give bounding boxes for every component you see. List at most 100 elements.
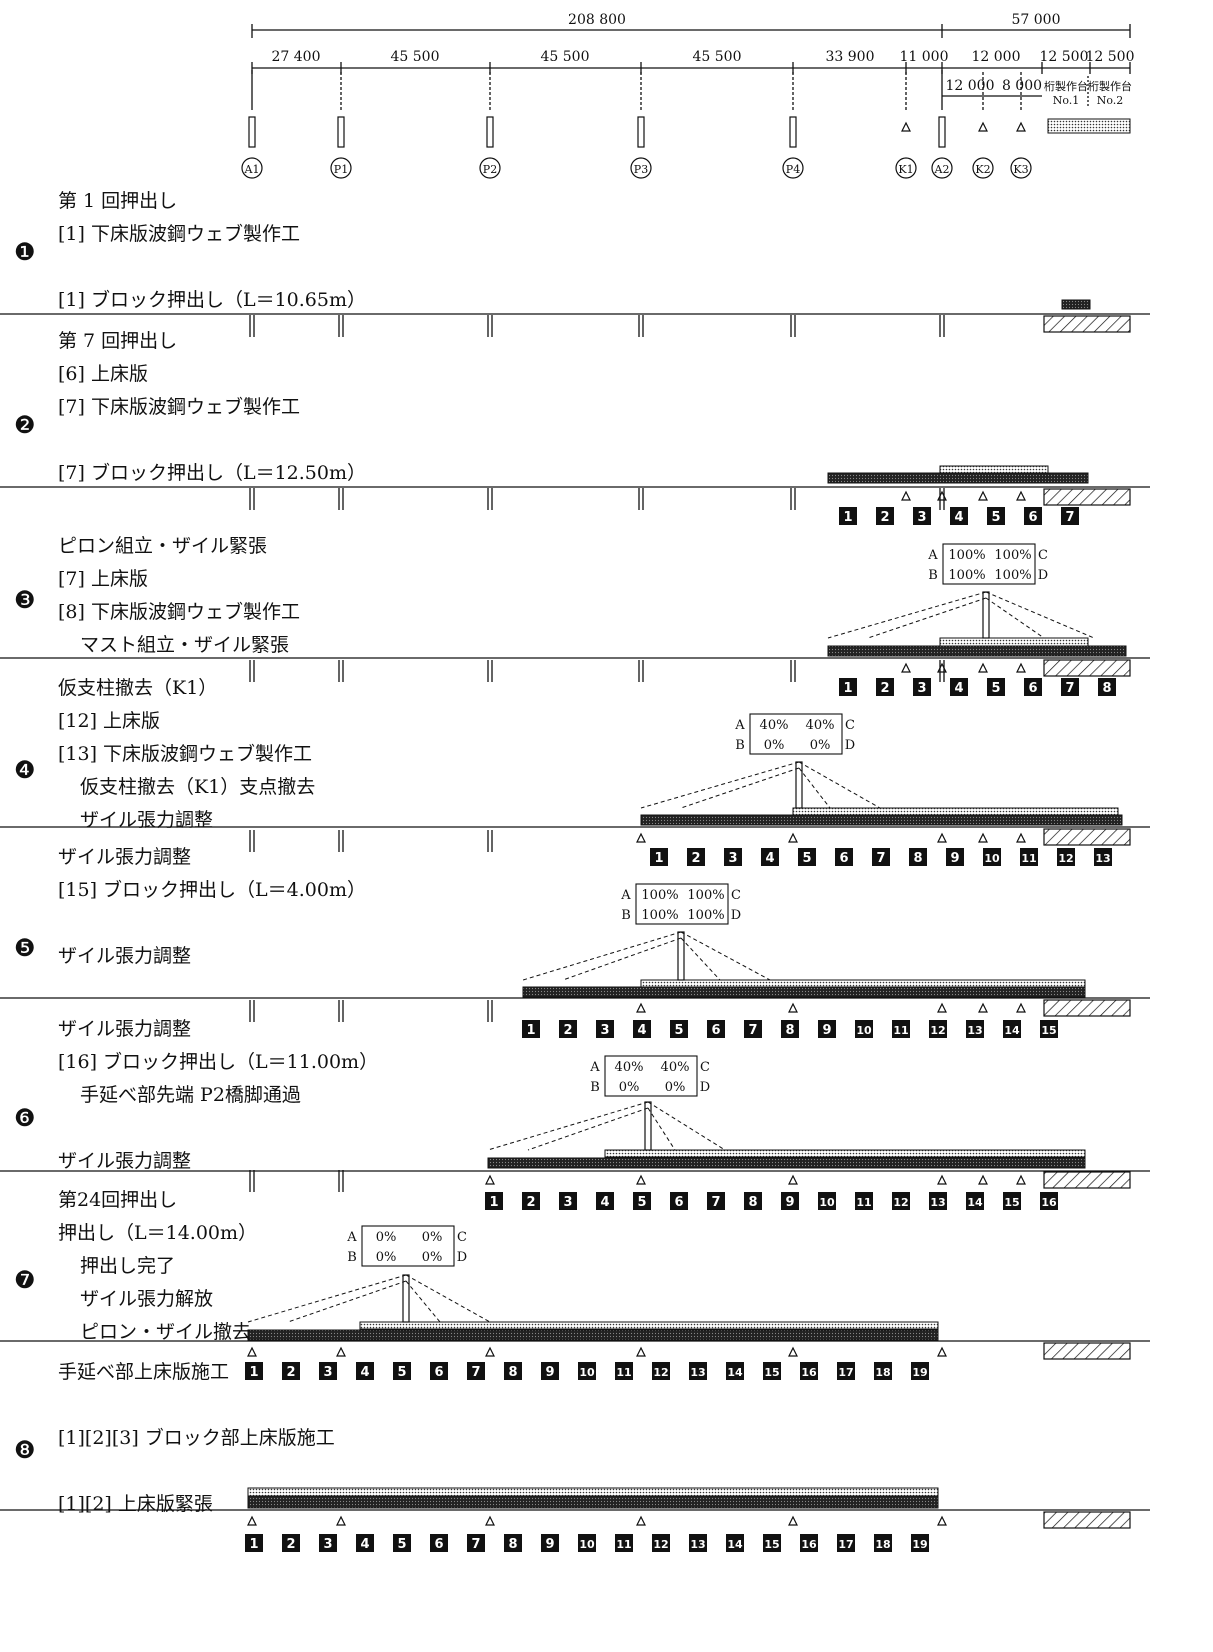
block-number — [892, 1020, 910, 1038]
pier-p1 — [337, 116, 345, 148]
stage-text: 押出し（L＝14.00m） — [58, 1222, 258, 1244]
block-number-label: 19 — [912, 1366, 927, 1379]
stage-text: 仮支柱撤去（K1） — [58, 677, 218, 699]
block-number — [913, 678, 931, 696]
block-number-label: 15 — [764, 1538, 779, 1551]
block-number — [485, 1192, 503, 1210]
support-triangle-icon — [485, 1346, 495, 1357]
support-triangle-icon — [937, 1515, 947, 1526]
block-number-label: 11 — [616, 1538, 631, 1551]
tension-table — [361, 1225, 455, 1267]
block-number — [744, 1192, 762, 1210]
block-number — [726, 1362, 744, 1380]
block-number-label: 15 — [1004, 1196, 1019, 1209]
girder — [247, 1487, 939, 1497]
block-number — [393, 1362, 411, 1380]
girder — [939, 465, 1049, 474]
tension-value-b: 100% — [948, 568, 985, 583]
block-number-label: 1 — [249, 1537, 258, 1552]
launch-yard-hatch — [1043, 1171, 1131, 1189]
stage-text: 第24回押出し — [58, 1189, 178, 1211]
block-number-label: 15 — [764, 1366, 779, 1379]
block-number-label: 3 — [728, 851, 737, 866]
pier-label: K1 — [898, 163, 913, 176]
tension-letter-c: C — [845, 718, 855, 733]
block-number-label: 8 — [748, 1195, 757, 1210]
block-number — [1098, 678, 1116, 696]
block-number — [1003, 1020, 1021, 1038]
support-triangle-icon — [788, 1515, 798, 1526]
stage-number: ❺ — [14, 934, 36, 962]
block-number — [763, 1534, 781, 1552]
stage-text: [7] 下床版波鋼ウェブ製作工 — [58, 396, 300, 418]
block-number-label: 5 — [802, 851, 811, 866]
stage-text: ザイル張力調整 — [58, 945, 192, 967]
stage-number: ❼ — [14, 1266, 36, 1294]
block-number-label: 10 — [984, 852, 1000, 865]
block-number-label: 17 — [838, 1538, 853, 1551]
block-number-label: 6 — [674, 1195, 683, 1210]
yard-label: 桁製作台 — [1088, 79, 1132, 93]
dim-span-label: 11 000 — [900, 49, 949, 65]
block-number-label: 4 — [954, 510, 963, 525]
pier-label: P2 — [483, 163, 497, 176]
block-number — [929, 1192, 947, 1210]
stage-text: [8] 下床版波鋼ウェブ製作工 — [58, 601, 300, 623]
block-number — [818, 1020, 836, 1038]
support-triangle-icon — [1016, 662, 1026, 673]
block-number-label: 1 — [843, 510, 852, 525]
block-number — [839, 507, 857, 525]
support-triangle-icon — [937, 490, 947, 501]
block-number — [781, 1020, 799, 1038]
stage-text: ザイル張力調整 — [58, 1018, 192, 1040]
support-triangle-icon — [901, 662, 911, 673]
pier-label-circle — [931, 157, 953, 179]
tension-letter-c: C — [1038, 548, 1048, 563]
block-number — [855, 1192, 873, 1210]
girder — [487, 1157, 1086, 1169]
stage-text: [6] 上床版 — [58, 363, 148, 385]
block-number-label: 15 — [1041, 1024, 1056, 1037]
block-number — [356, 1362, 374, 1380]
dim-span-label: 45 500 — [541, 49, 590, 65]
block-number — [559, 1192, 577, 1210]
block-number — [781, 1192, 799, 1210]
pier-label: P4 — [786, 163, 800, 176]
dim-sub-label: 8 000 — [1002, 78, 1042, 94]
block-number — [763, 1362, 781, 1380]
tension-letter-a: A — [927, 548, 938, 563]
block-number — [724, 848, 742, 866]
girder — [247, 1495, 939, 1509]
block-number — [245, 1362, 263, 1380]
block-number-label: 14 — [727, 1538, 743, 1551]
block-number-label: 8 — [913, 851, 922, 866]
tension-letter-c: C — [731, 888, 741, 903]
block-number — [356, 1534, 374, 1552]
block-number — [913, 507, 931, 525]
block-number-label: 13 — [690, 1538, 705, 1551]
support-triangle-icon — [636, 832, 646, 843]
tension-value-d: 100% — [994, 568, 1031, 583]
support-triangle-icon — [1016, 1174, 1026, 1185]
block-number-label: 7 — [748, 1023, 757, 1038]
support-triangle-icon — [485, 1174, 495, 1185]
block-number-label: 7 — [471, 1365, 480, 1380]
block-number-label: 8 — [508, 1365, 517, 1380]
block-number — [1024, 507, 1042, 525]
block-number — [1040, 1020, 1058, 1038]
block-number — [911, 1534, 929, 1552]
tension-letter-a: A — [620, 888, 631, 903]
block-number — [652, 1362, 670, 1380]
stage-text: [1][2] 上床版緊張 — [58, 1493, 213, 1515]
launch-yard-hatch — [1043, 999, 1131, 1017]
block-number-label: 12 — [893, 1196, 908, 1209]
block-number — [761, 848, 779, 866]
girder — [1061, 299, 1091, 310]
tension-value-b: 0% — [764, 738, 785, 753]
block-number — [983, 848, 1001, 866]
tension-letter-b: B — [928, 568, 938, 583]
stage-text: [1] ブロック押出し（L＝10.65m） — [58, 289, 366, 311]
support-triangle-icon — [788, 1002, 798, 1013]
block-number-label: 6 — [1028, 681, 1037, 696]
